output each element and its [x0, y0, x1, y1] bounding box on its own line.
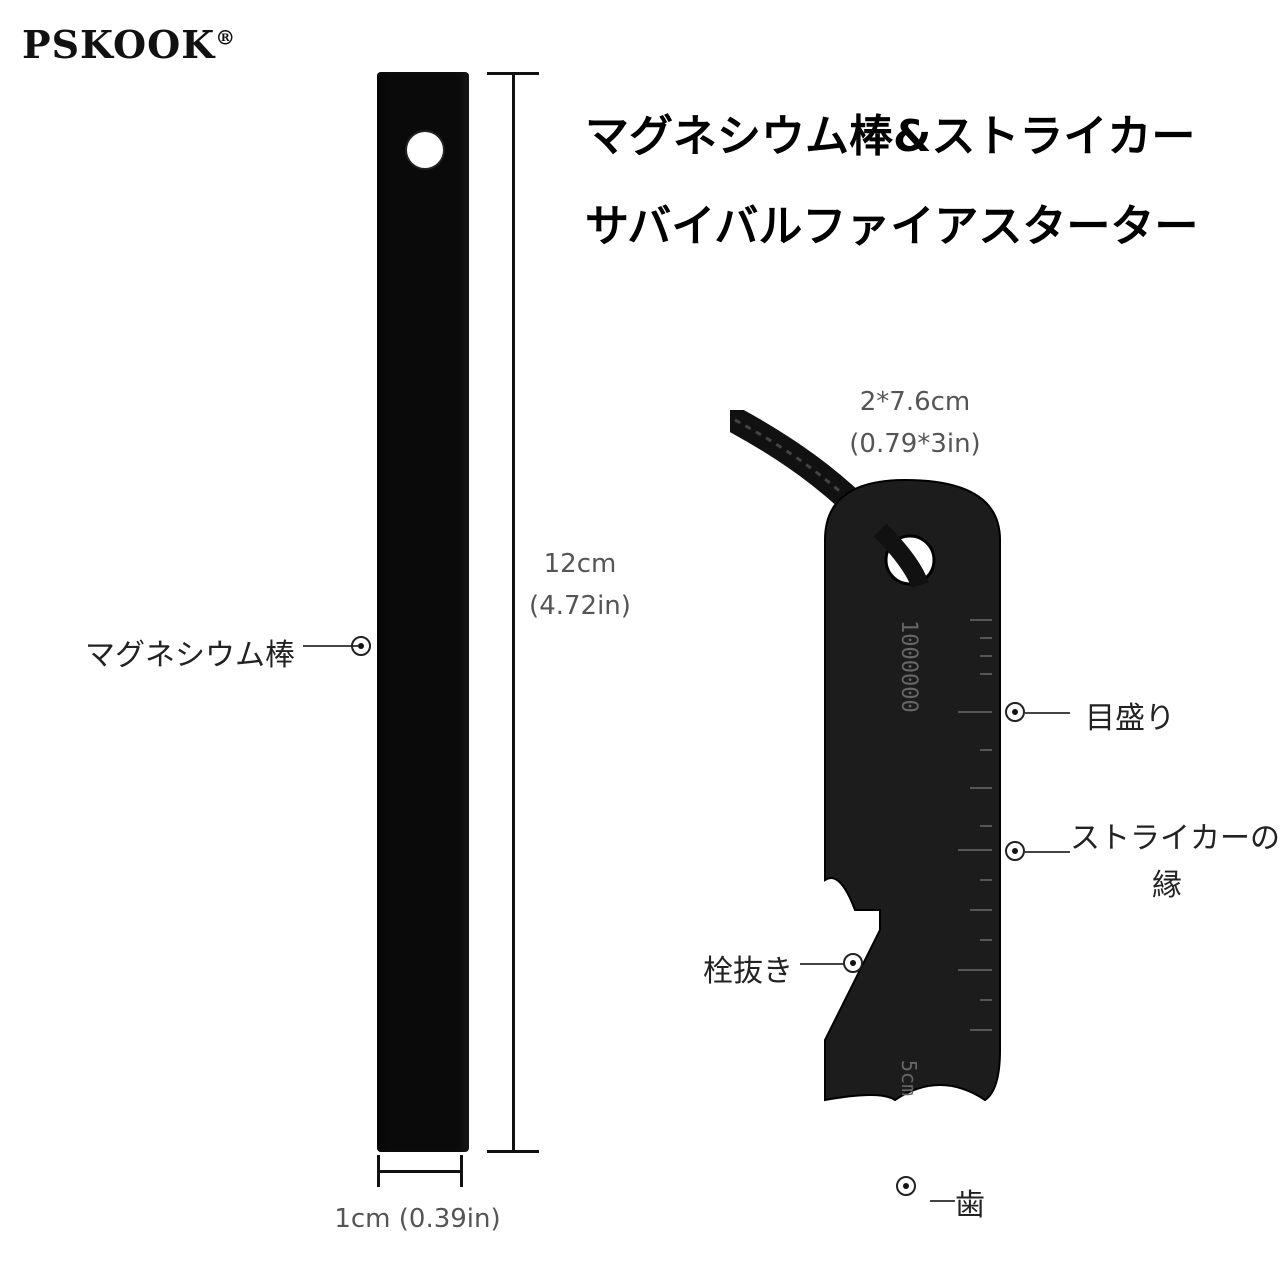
striker-image: 1000000 5cm	[730, 410, 1001, 1116]
striker-size-cm: 2*7.6cm	[859, 387, 971, 417]
scale-label: 目盛り	[1085, 701, 1175, 736]
rod-length-in: (4.72in)	[529, 591, 631, 621]
ruler-ticks	[958, 619, 992, 1031]
rod-length-cm: 12cm	[543, 549, 617, 579]
engraving-top: 1000000	[896, 620, 921, 713]
rod-label: マグネシウム棒	[85, 638, 295, 673]
striker-body	[824, 478, 1001, 1102]
width-cap-right	[460, 1155, 463, 1187]
bottle-opener-label: 栓抜き	[703, 954, 793, 989]
rod-width: 1cm (0.39in)	[334, 1204, 501, 1234]
bottle-opener-target-icon	[843, 953, 863, 973]
registered-mark: ®	[215, 25, 237, 50]
bottle-opener-leader	[800, 963, 845, 965]
edge-leader	[1025, 851, 1070, 853]
width-dimension-line	[377, 1170, 463, 1173]
rod-hole	[405, 130, 445, 170]
headline-line-1: マグネシウム棒&ストライカー	[585, 111, 1196, 162]
length-dimension-line	[512, 72, 515, 1152]
engraving-bottom: 5cm	[897, 1060, 921, 1096]
headline-line-2: サバイバルファイアスターター	[585, 201, 1199, 252]
cord-through-hole	[873, 523, 929, 589]
edge-label-line1: ストライカーの	[1070, 821, 1280, 856]
brand-name: PSKOOK	[22, 22, 216, 67]
brand-logo: PSKOOK®	[22, 22, 236, 67]
teeth-label: 歯	[955, 1188, 985, 1223]
edge-target-icon	[1005, 841, 1025, 861]
scale-target-icon	[1005, 702, 1025, 722]
cord-texture	[734, 418, 907, 561]
striker-size-in: (0.79*3in)	[849, 429, 981, 459]
rod-target-icon	[351, 636, 371, 656]
teeth	[899, 1094, 986, 1116]
teeth-leader	[930, 1200, 955, 1202]
magnesium-rod-image	[377, 72, 469, 1152]
length-cap-bottom	[487, 1150, 539, 1153]
edge-label-line2: 縁	[1152, 868, 1182, 903]
rod-label-leader	[303, 645, 358, 647]
teeth-target-icon	[896, 1176, 916, 1196]
scale-leader	[1025, 712, 1070, 714]
